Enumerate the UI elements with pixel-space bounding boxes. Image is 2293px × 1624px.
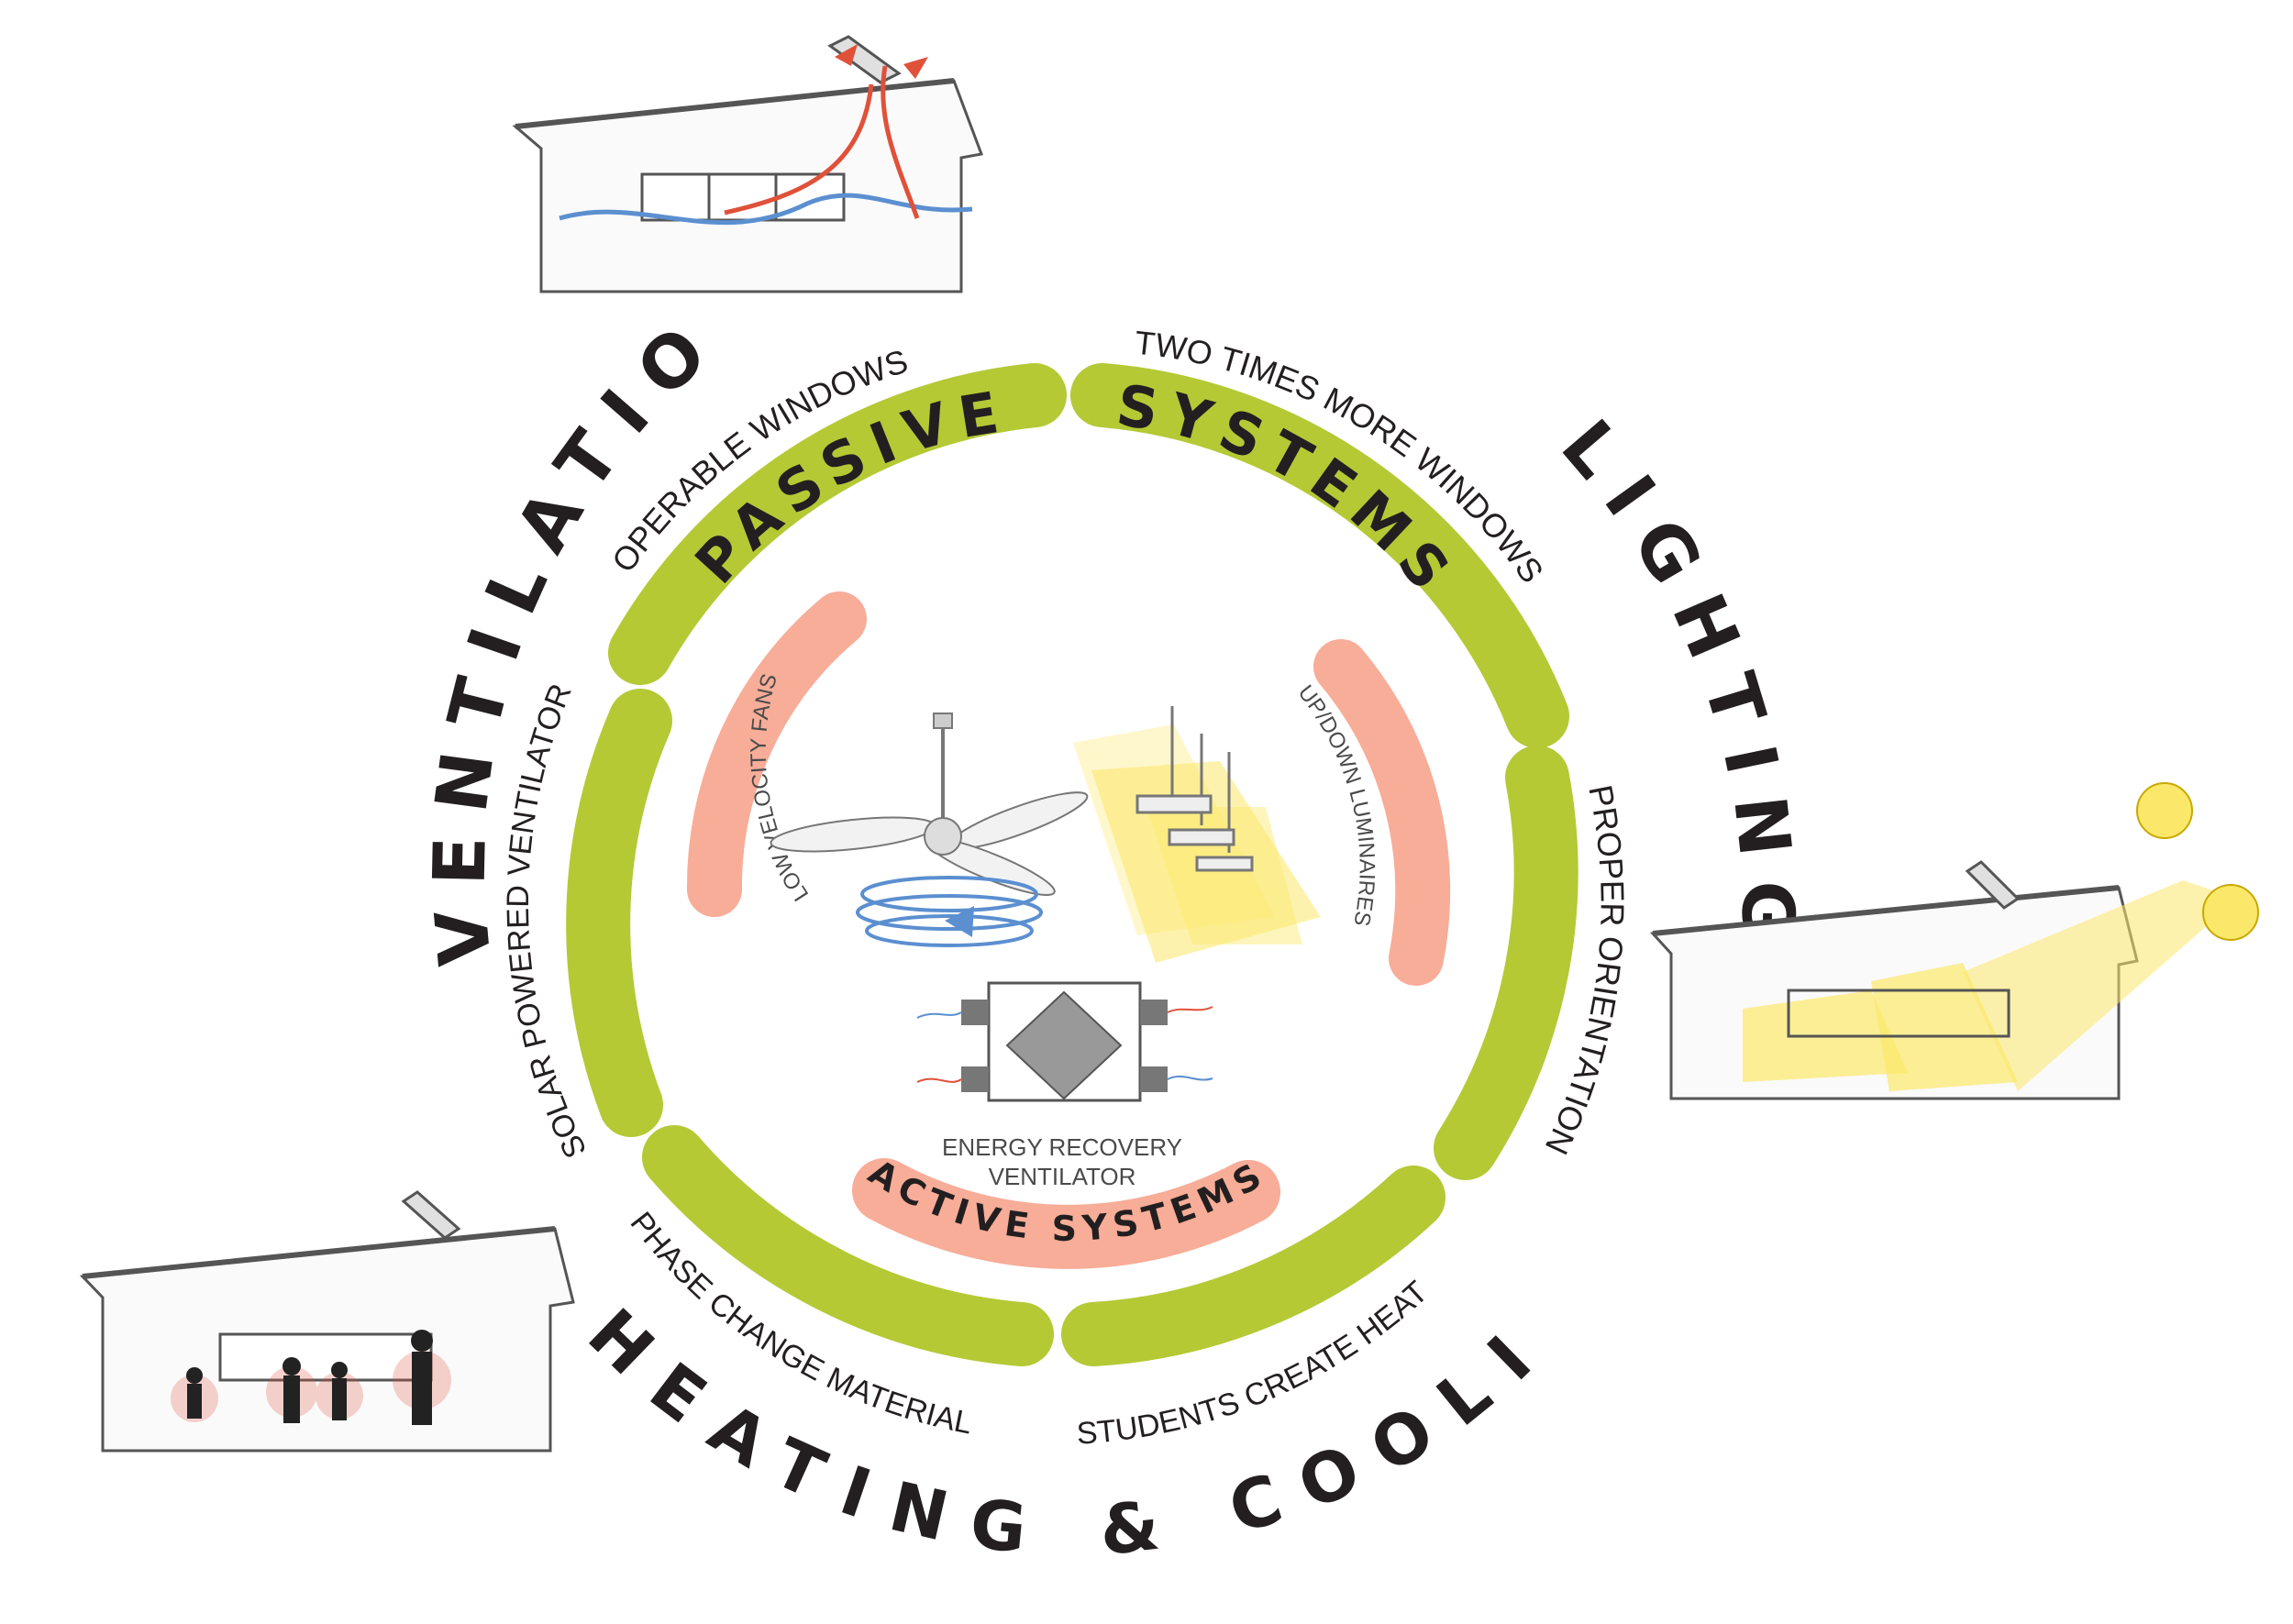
active-arc-bottom [852, 1158, 1280, 1269]
ring-segment-bottom-right [1061, 1166, 1446, 1366]
band-passive: PASSIVE [682, 377, 1016, 596]
ring-segment-bottom-left [642, 1125, 1054, 1366]
ring-segment-top-right [1070, 363, 1569, 748]
erv-label-line2: VENTILATOR [989, 1163, 1136, 1190]
active-arc-right [1313, 639, 1451, 986]
luminaire-icon [1073, 706, 1321, 963]
ring-segment-top-left [608, 363, 1067, 685]
section-heating-illustration [79, 1190, 575, 1453]
erv-icon [916, 981, 1213, 1102]
category-lighting: LIGHTING [1545, 405, 1808, 962]
ring-segment-right [1434, 746, 1579, 1180]
ring-segment-left [566, 689, 672, 1137]
band-systems: SYSTEMS [1113, 371, 1470, 613]
ceiling-fan-icon [770, 713, 1089, 947]
section-ventilation-illustration [512, 35, 984, 293]
erv-label-line1: ENERGY RECOVERY [942, 1133, 1182, 1161]
active-arc-left [686, 591, 867, 917]
section-lighting-illustration [1649, 782, 2259, 1100]
active-arcs [686, 591, 1451, 1269]
passive-ring [566, 363, 1579, 1366]
